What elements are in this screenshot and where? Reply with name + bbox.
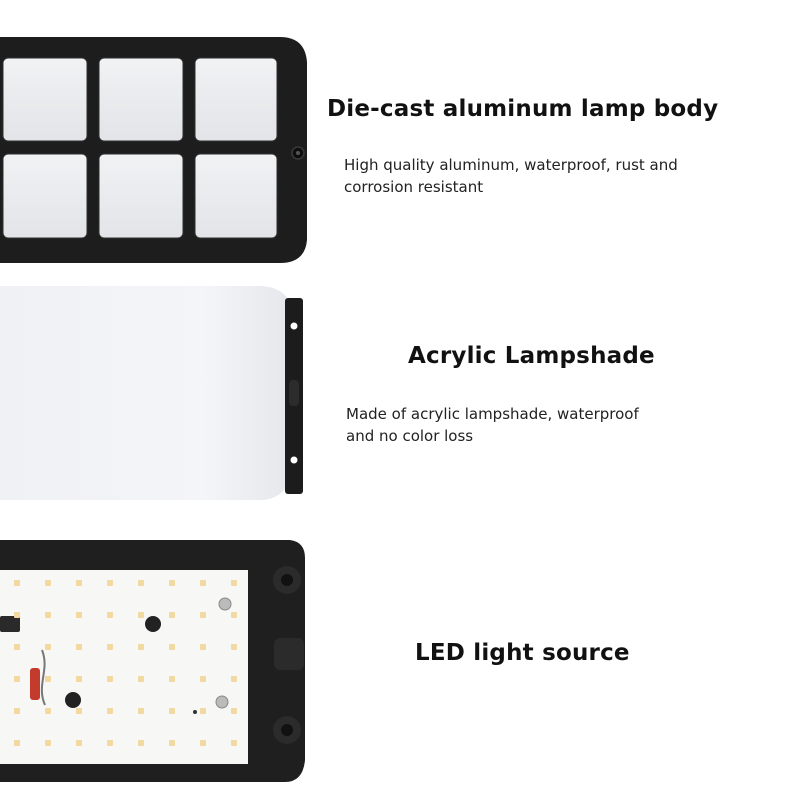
- led-chip: [14, 644, 20, 650]
- led-chip: [200, 580, 206, 586]
- lamp-body-title: Die-cast aluminum lamp body: [327, 96, 719, 122]
- led-chip: [14, 740, 20, 746]
- led-chip: [169, 708, 175, 714]
- led-chip: [231, 708, 237, 714]
- led-chip: [200, 676, 206, 682]
- led-chip: [76, 740, 82, 746]
- lampshade-desc-line-2: and no color loss: [346, 427, 474, 445]
- led-chip: [231, 740, 237, 746]
- led-chip: [14, 580, 20, 586]
- led-chip: [231, 580, 237, 586]
- led-chip: [200, 708, 206, 714]
- lamp-body-image: [0, 37, 307, 263]
- lampshade-image: [0, 286, 303, 500]
- led-chip: [45, 644, 51, 650]
- led-chip: [76, 580, 82, 586]
- led-chip: [45, 708, 51, 714]
- led-chip: [200, 612, 206, 618]
- led-chip: [169, 676, 175, 682]
- led-chip: [76, 708, 82, 714]
- led-chip: [107, 580, 113, 586]
- led-chip: [45, 612, 51, 618]
- lamp-body-desc-line-1: High quality aluminum, waterproof, rust …: [344, 156, 678, 174]
- led-chip: [138, 676, 144, 682]
- led-chip: [231, 676, 237, 682]
- lampshade-description: Made of acrylic lampshade, waterproof an…: [346, 403, 639, 447]
- led-chip: [45, 580, 51, 586]
- led-chip: [231, 644, 237, 650]
- led-title: LED light source: [415, 640, 630, 666]
- led-chip: [200, 644, 206, 650]
- led-chip: [107, 740, 113, 746]
- lampshade-title: Acrylic Lampshade: [408, 343, 655, 369]
- lamp-body-description: High quality aluminum, waterproof, rust …: [344, 154, 678, 198]
- led-chip: [76, 612, 82, 618]
- led-chip: [76, 676, 82, 682]
- led-chip: [76, 644, 82, 650]
- led-chip: [169, 580, 175, 586]
- led-chip: [138, 612, 144, 618]
- led-chip: [45, 676, 51, 682]
- led-chip: [138, 580, 144, 586]
- lampshade-desc-line-1: Made of acrylic lampshade, waterproof: [346, 405, 639, 423]
- led-chip: [169, 644, 175, 650]
- led-chip: [14, 612, 20, 618]
- led-chip: [169, 612, 175, 618]
- led-chip: [231, 612, 237, 618]
- led-chip: [14, 708, 20, 714]
- lamp-body-section: Die-cast aluminum lamp body High quality…: [0, 0, 800, 270]
- lampshade-section: Acrylic Lampshade Made of acrylic lampsh…: [0, 270, 800, 520]
- led-board-image: [0, 540, 305, 782]
- led-section: LED light source: [0, 520, 800, 800]
- led-chip: [138, 644, 144, 650]
- led-chip: [107, 612, 113, 618]
- led-chip: [107, 676, 113, 682]
- led-chip: [138, 708, 144, 714]
- led-chip-grid: [14, 580, 237, 746]
- led-chip: [45, 740, 51, 746]
- led-chip: [107, 644, 113, 650]
- led-chip: [200, 740, 206, 746]
- led-chip: [14, 676, 20, 682]
- lamp-body-desc-line-2: corrosion resistant: [344, 178, 484, 196]
- led-chip: [169, 740, 175, 746]
- led-chip: [138, 740, 144, 746]
- led-chip: [107, 708, 113, 714]
